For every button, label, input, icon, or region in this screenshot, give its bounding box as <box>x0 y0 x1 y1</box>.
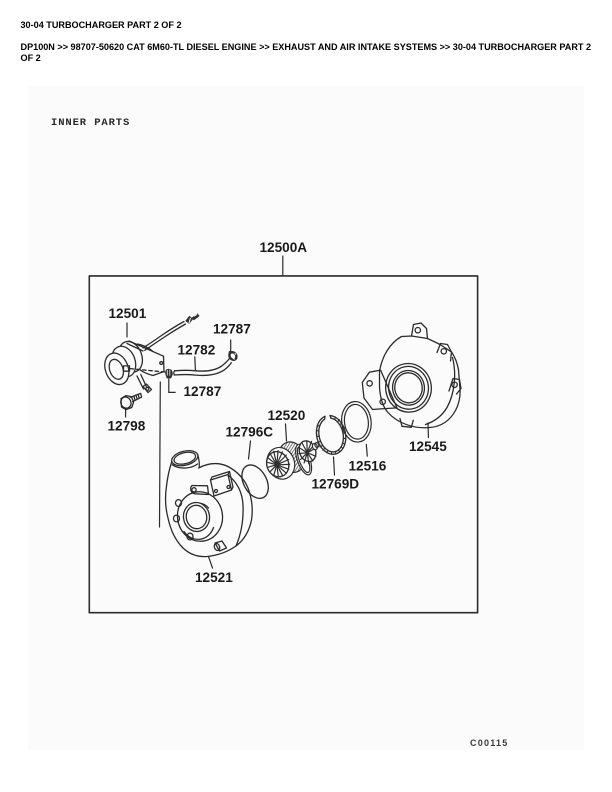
svg-text:12787: 12787 <box>213 322 251 337</box>
svg-text:12796C: 12796C <box>226 425 274 440</box>
svg-text:12500A: 12500A <box>260 240 308 255</box>
svg-text:12520: 12520 <box>268 408 306 423</box>
svg-text:12545: 12545 <box>409 439 447 454</box>
svg-text:12769D: 12769D <box>312 477 360 492</box>
svg-text:12787: 12787 <box>184 384 222 399</box>
svg-text:12782: 12782 <box>178 343 216 358</box>
svg-text:12521: 12521 <box>195 570 233 585</box>
svg-text:12798: 12798 <box>108 418 146 433</box>
svg-text:12501: 12501 <box>109 306 147 321</box>
svg-text:12516: 12516 <box>349 459 387 474</box>
